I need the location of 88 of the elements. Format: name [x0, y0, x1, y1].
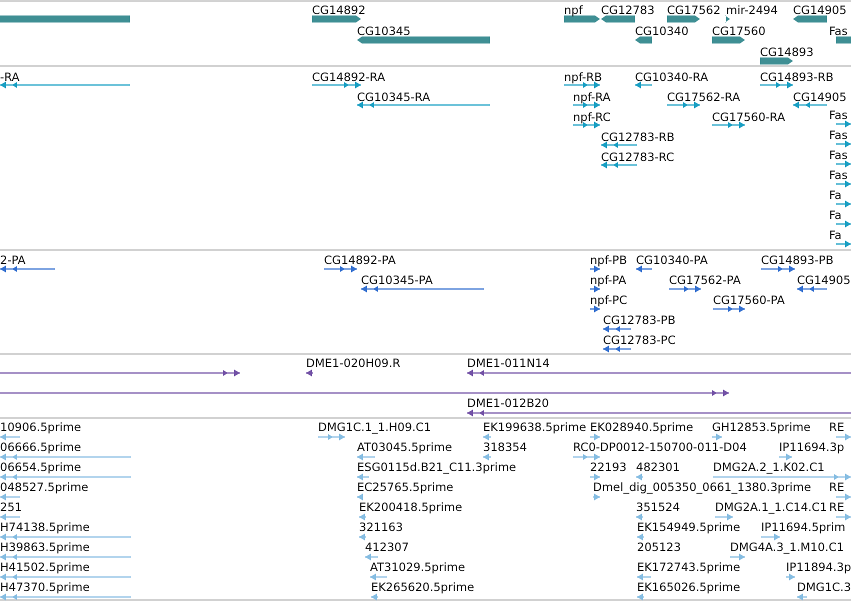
- feature-label: 10906.5prime: [0, 420, 82, 434]
- feature-label: 412307: [365, 540, 409, 554]
- feature-label: CG17560-PA: [713, 293, 785, 307]
- feature-label: DMG1C.1_1.H09.C1: [318, 420, 432, 434]
- feature-label: Fa: [829, 228, 842, 242]
- feature-label: CG14893-RB: [760, 70, 834, 84]
- feature-label: npf-PC: [590, 293, 628, 307]
- feature-label: ESG0115d.B21_C11.3prime: [357, 460, 516, 474]
- feature-label: CG10345-PA: [361, 273, 433, 287]
- feature-label: DMG2A.1_1.C14.C1: [715, 500, 828, 514]
- feature-label: DMG2A.2_1.K02.C1: [713, 460, 825, 474]
- feature-label: 318354: [483, 440, 527, 454]
- feature-label: CG14892: [312, 3, 366, 17]
- feature-label: GH12853.5prime: [712, 420, 811, 434]
- feature-label: CG10345-RA: [357, 90, 430, 104]
- feature-label: Fas: [829, 148, 848, 162]
- feature-label: npf-PA: [590, 273, 626, 287]
- feature-label: -RA: [0, 70, 20, 84]
- feature-label: npf-RC: [573, 110, 611, 124]
- feature-label: CG12783-RC: [601, 150, 674, 164]
- feature-label: Fas: [829, 108, 848, 122]
- feature-label: 2-PA: [0, 253, 26, 267]
- feature-label: npf-RB: [564, 70, 602, 84]
- feature-label: EK172743.5prime: [637, 560, 740, 574]
- feature-label: 06654.5prime: [0, 460, 82, 474]
- feature-label: CG14905: [793, 3, 847, 17]
- feature-label: DME1-011N14: [467, 356, 550, 370]
- feature-label: 321163: [359, 520, 403, 534]
- feature-label: EK199638.5prime: [483, 420, 586, 434]
- feature-label: H41502.5prime: [0, 560, 90, 574]
- feature-label: 06666.5prime: [0, 440, 82, 454]
- feature-label: CG14892-PA: [324, 253, 396, 267]
- feature-label: Fa: [829, 188, 842, 202]
- feature-label: CG12783-PB: [603, 313, 676, 327]
- feature-label: CG10340-RA: [635, 70, 708, 84]
- feature-label: CG17562-RA: [667, 90, 740, 104]
- feature-label: 205123: [637, 540, 681, 554]
- feature-label: DMG1C.3: [797, 580, 851, 594]
- feature-label: 482301: [636, 460, 680, 474]
- feature-label: CG10345: [357, 24, 411, 38]
- feature-label: mir-2494: [726, 3, 778, 17]
- feature-label: CG12783: [601, 3, 655, 17]
- feature-label: RE: [829, 420, 844, 434]
- feature-label: EK154949.5prime: [637, 520, 740, 534]
- feature-label: IP11894.3p: [786, 560, 851, 574]
- feature-label: EK200418.5prime: [359, 500, 462, 514]
- feature-label: 251: [0, 500, 22, 514]
- feature-label: H47370.5prime: [0, 580, 90, 594]
- feature-label: CG14905: [797, 273, 851, 287]
- feature-label: DMG4A.3_1.M10.C1: [730, 540, 844, 554]
- feature-label: DME1-020H09.R: [306, 356, 400, 370]
- feature-label: CG10340: [635, 24, 689, 38]
- feature-label: 22193: [590, 460, 627, 474]
- feature-label: AT31029.5prime: [370, 560, 466, 574]
- feature-label: H74138.5prime: [0, 520, 90, 534]
- feature-label: npf-RA: [573, 90, 611, 104]
- feature-label: IP11694.3p: [779, 440, 844, 454]
- feature-label: 048527.5prime: [0, 480, 88, 494]
- feature-label: CG12783-PC: [603, 333, 676, 347]
- feature-label: RE: [829, 500, 844, 514]
- feature-label: IP11694.5prim: [761, 520, 846, 534]
- feature-label: DME1-012B20: [467, 396, 549, 410]
- feature-label: CG14892-RA: [312, 70, 386, 84]
- feature-label: Fas: [829, 24, 848, 38]
- feature-label: RC0-DP0012-150700-011-D04: [573, 440, 747, 454]
- feature-label: Fa: [829, 208, 842, 222]
- feature-label: CG17562-PA: [669, 273, 741, 287]
- feature-label: RE: [829, 480, 844, 494]
- feature-label: CG10340-PA: [636, 253, 708, 267]
- feature-label: H39863.5prime: [0, 540, 90, 554]
- feature-label: EK265620.5prime: [371, 580, 474, 594]
- feature-label: CG14905: [793, 90, 847, 104]
- feature-label: EC25765.5prime: [357, 480, 454, 494]
- feature-label: CG17560-RA: [712, 110, 786, 124]
- feature-label: CG12783-RB: [601, 130, 675, 144]
- feature-label: Fas: [829, 128, 848, 142]
- feature-label: CG17562: [667, 3, 721, 17]
- feature-label: CG17560: [712, 24, 766, 38]
- feature-label: AT03045.5prime: [357, 440, 452, 454]
- feature-label: npf-PB: [590, 253, 627, 267]
- feature-label: CG14893: [760, 45, 814, 59]
- feature-label: EK165026.5prime: [637, 580, 740, 594]
- feature-label: Fas: [829, 168, 848, 182]
- feature-label: Dmel_dig_005350_0661_1380.3prime: [593, 480, 812, 494]
- feature-label: EK028940.5prime: [590, 420, 694, 434]
- feature-label: npf: [564, 3, 583, 17]
- feature-label: 351524: [636, 500, 680, 514]
- feature-label: CG14893-PB: [761, 253, 834, 267]
